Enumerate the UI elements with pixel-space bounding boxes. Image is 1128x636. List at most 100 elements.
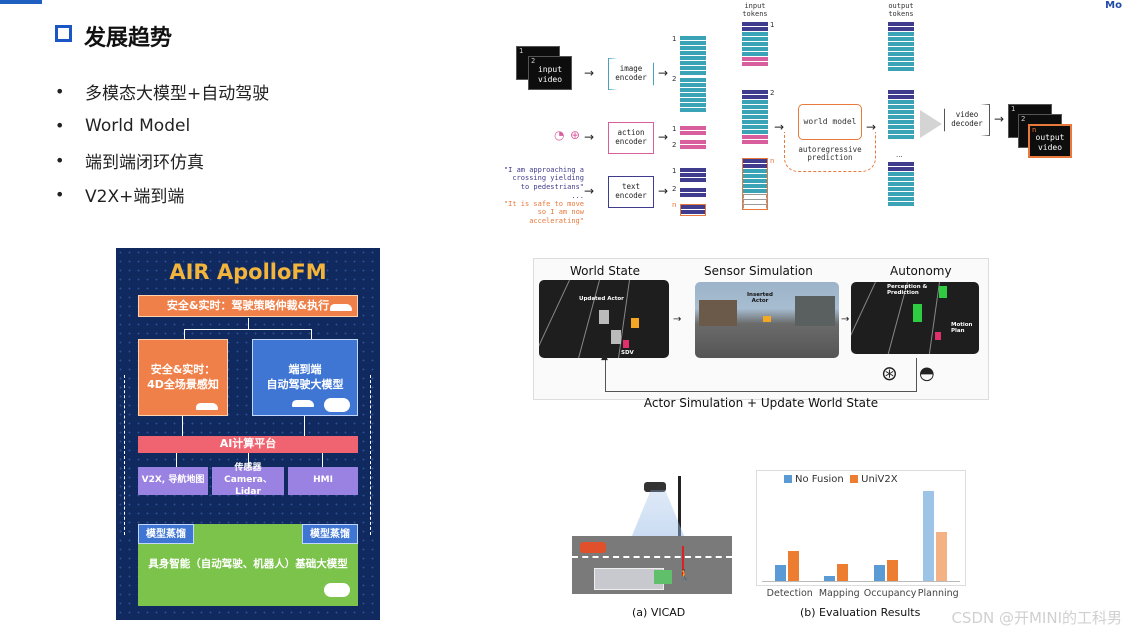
apollofm-architecture-panel: AIR ApolloFM 安全&实时：驾驶策略仲裁&执行 安全&实时： 4D全场…: [116, 248, 380, 620]
v2x-label: V2X, 导航地图: [141, 475, 205, 486]
distill-left-tag: 模型蒸馏: [138, 524, 194, 544]
action-encoder: action encoder: [608, 122, 654, 154]
sdv-label: SDV: [621, 350, 634, 356]
policy-arbitration-label: 安全&实时：驾驶策略仲裁&执行: [166, 298, 330, 312]
perception-prediction-label: Perception & Prediction: [887, 284, 928, 296]
hmi-label: HMI: [313, 475, 333, 486]
token-index: 1: [770, 21, 775, 29]
bar-univ2x-detection: [787, 551, 799, 581]
action-encoder-label: action encoder: [615, 128, 647, 146]
sensor-line2: Camera、Lidar: [224, 475, 272, 497]
legend-swatch-univ2x: [850, 475, 859, 483]
text-encoder-label: text encoder: [615, 182, 647, 200]
ego-vehicle: [580, 542, 606, 553]
token-index: n: [672, 201, 677, 209]
text-token-column: [680, 204, 706, 216]
e2e-line2: 自动驾驶大模型: [266, 377, 344, 391]
token-index: 2: [672, 141, 677, 149]
caption-vicad: (a) VICAD: [632, 606, 686, 619]
input-tokens-label: input tokens: [742, 2, 768, 18]
arrow-right-icon: →: [841, 314, 850, 325]
output-token-stack: [888, 90, 914, 140]
token-index: 1: [672, 35, 677, 43]
output-video-label: output video: [1035, 133, 1065, 152]
perception-line2: 4D全场景感知: [147, 377, 219, 391]
top-accent-bar: [0, 0, 42, 4]
text-token-column: [680, 168, 706, 183]
policy-arbitration-bar: 安全&实时：驾驶策略仲裁&执行: [138, 295, 358, 317]
action-token-column: [680, 140, 706, 150]
distill-right-label: 模型蒸馏: [310, 528, 350, 540]
sensor-box: 传感器 Camera、Lidar: [212, 463, 284, 497]
input-token-stack: [742, 22, 768, 67]
frame-index: 1: [1011, 105, 1016, 113]
text-prompt-2: "It is safe to move so I am now accelera…: [503, 200, 584, 225]
input-token-stack: [742, 90, 768, 145]
speedometer-icon: ◓: [919, 363, 935, 384]
token-index: 1: [672, 125, 677, 133]
input-token-stack-last: [742, 158, 768, 210]
bullet-text: V2X+端到端: [85, 187, 185, 208]
frame-index: 2: [1021, 115, 1026, 123]
connector-line: [322, 453, 323, 467]
x-tick-label: Mapping: [818, 588, 860, 599]
inserted-actor-label: Inserted Actor: [747, 292, 773, 304]
corner-logo: Mo: [1105, 0, 1122, 11]
legend: No Fusion UniV2X: [784, 474, 898, 485]
token-index: 1: [672, 167, 677, 175]
video-decoder-label: video decoder: [951, 110, 983, 128]
x-tick-label: Occupancy: [863, 588, 917, 599]
heading-square-icon: [55, 25, 72, 42]
ellipsis: ...: [896, 151, 903, 159]
world-state-image: Updated Actor SDV: [539, 280, 669, 358]
world-model-box: world model: [798, 104, 862, 140]
bullet-dot-icon: •: [55, 185, 65, 205]
arrow-right-icon: →: [584, 184, 595, 198]
arrow-right-icon: →: [658, 184, 669, 198]
image-encoder-label: image encoder: [615, 64, 647, 82]
red-marker: [682, 546, 684, 576]
bar-univ2x-occupancy: [886, 559, 898, 581]
feedback-loop-line: [605, 358, 917, 392]
connector-bracket: [184, 329, 312, 339]
e2e-line1: 端到端: [288, 363, 322, 377]
bar-univ2x-mapping: [837, 564, 849, 581]
autonomy-label: Autonomy: [890, 264, 952, 278]
cloud-icon: [324, 583, 350, 597]
x-tick-label: Planning: [917, 588, 959, 599]
camera-pole: [678, 476, 681, 556]
autonomy-image: Perception & Prediction Motion Plan: [851, 282, 979, 354]
car-icon: [330, 304, 352, 311]
bullet-item: • V2X+端到端: [55, 178, 269, 213]
bullet-dot-icon: •: [55, 116, 65, 136]
arrow-right-icon: →: [774, 120, 785, 134]
bullet-item: •多模态大模型+自动驾驶: [55, 74, 269, 109]
sensor-line1: 传感器: [234, 463, 262, 474]
right-dashed-connector: [370, 375, 371, 535]
big-arrow-icon: [920, 110, 942, 138]
frame-index: n: [1032, 126, 1037, 134]
arrow-right-icon: →: [994, 112, 1005, 126]
arrow-right-icon: →: [673, 314, 682, 325]
token-index: 2: [672, 75, 677, 83]
updated-actor-label: Updated Actor: [579, 296, 624, 302]
image-token-column: [680, 78, 706, 113]
pedal-icon: ◔: [554, 128, 565, 142]
frame-index: 2: [531, 57, 536, 65]
arrow-right-icon: →: [658, 66, 669, 80]
connector-line: [248, 318, 249, 330]
image-encoder: image encoder: [608, 58, 654, 90]
bullet-text: World Model: [85, 115, 191, 136]
lane-marking: [572, 556, 732, 558]
autoregressive-label: autoregressive prediction: [798, 145, 862, 163]
vicad-illustration: 🚶 (a) VICAD: [568, 470, 740, 619]
image-token-column: [680, 36, 706, 76]
loop-caption: Actor Simulation + Update World State: [643, 396, 879, 410]
world-state-label: World State: [570, 264, 640, 278]
text-prompt-1: "I am approaching a crossing yielding to…: [503, 166, 584, 191]
legend-swatch-no-fusion: [784, 475, 792, 483]
occluded-vehicle: [654, 570, 672, 584]
